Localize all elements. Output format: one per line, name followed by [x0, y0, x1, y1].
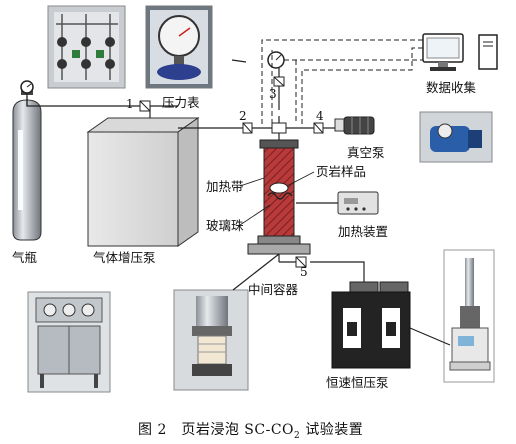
reactor-vessel — [247, 139, 311, 255]
valve-5 — [295, 256, 307, 268]
heating-device-label: 加热装置 — [338, 224, 388, 239]
heating-tape-label: 加热带 — [206, 179, 244, 194]
leader-lines — [239, 171, 315, 226]
valve-3 — [273, 76, 285, 87]
glass-beads-label: 玻璃珠 — [206, 218, 244, 233]
valve-2 — [242, 122, 253, 134]
constant-rate-pump — [331, 281, 411, 369]
vacuum-pump-photo — [419, 111, 493, 163]
shale-sample — [269, 182, 289, 194]
valve-3-label: 3 — [269, 87, 277, 101]
gas-booster-pump — [86, 117, 200, 247]
valve-panel-photo — [47, 5, 126, 89]
pressure-sensor — [267, 51, 285, 69]
tee-junction — [271, 122, 287, 134]
glass-beads — [267, 192, 293, 200]
valve-4 — [313, 122, 324, 134]
valve-1 — [139, 100, 151, 112]
intermediate-container-label: 中间容器 — [248, 282, 299, 297]
pressure-gauge-photo — [145, 5, 213, 89]
vessel-photo — [173, 289, 249, 391]
vacuum-pump-label: 真空泵 — [347, 145, 385, 160]
pipelines — [26, 59, 451, 346]
pump-unit-photo — [443, 249, 495, 383]
gas-booster-pump-label: 气体增压泵 — [93, 250, 156, 265]
valve-1-label: 1 — [126, 97, 134, 111]
constant-pump-label: 恒速恒压泵 — [326, 375, 389, 390]
signal-lines — [261, 39, 423, 124]
computer-icon — [422, 33, 498, 71]
gas-cylinder-label: 气瓶 — [12, 250, 37, 265]
figure-caption: 图 2 页岩浸泡 SC-CO2 试验装置 — [138, 422, 363, 441]
valve-5-label: 5 — [300, 265, 308, 279]
valve-4-label: 4 — [316, 109, 324, 123]
gas-cylinder — [12, 80, 42, 241]
shale-sample-label: 页岩样品 — [316, 164, 366, 179]
vacuum-pump-icon — [334, 116, 375, 135]
control-cabinet-photo — [27, 291, 111, 393]
valve-2-label: 2 — [239, 109, 247, 123]
heating-device — [337, 191, 379, 215]
data-collection-label: 数据收集 — [426, 80, 477, 95]
pressure-gauge-label: 压力表 — [162, 95, 200, 110]
